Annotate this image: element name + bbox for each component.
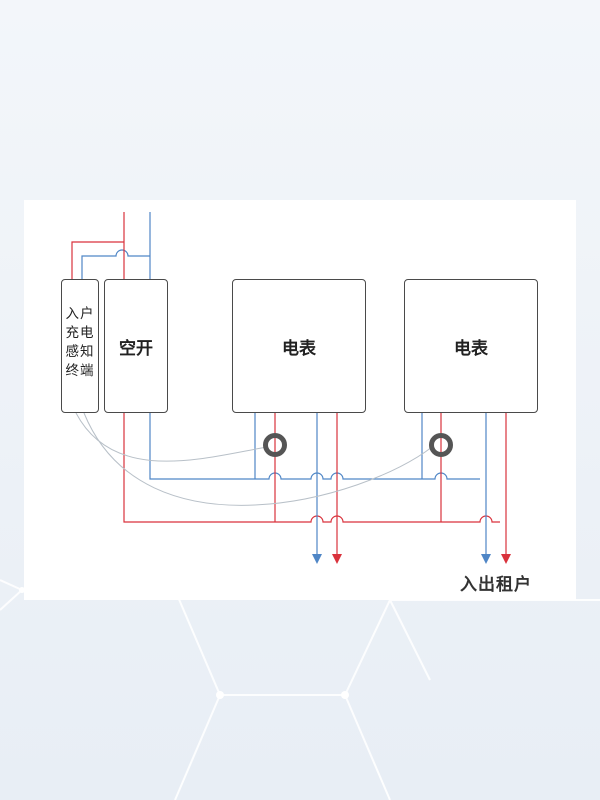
tenant1-live-arrow bbox=[332, 554, 342, 564]
meter-label: 电表 bbox=[454, 339, 488, 359]
terminal-label-line: 终端 bbox=[65, 363, 95, 379]
terminal-label-line: 感知 bbox=[65, 344, 95, 360]
ct2-signal-lead bbox=[83, 412, 433, 506]
wiring-diagram bbox=[71, 212, 511, 564]
terminal-label-line: 充电 bbox=[65, 325, 95, 341]
ct1-signal-lead bbox=[75, 412, 268, 462]
tenant1-neutral-arrow bbox=[312, 554, 322, 564]
current-transformer-1 bbox=[263, 433, 287, 457]
electric-meter-2: 电表 bbox=[404, 279, 538, 413]
breaker-live-out bbox=[123, 413, 500, 523]
meter-label: 电表 bbox=[282, 339, 316, 359]
hex-node bbox=[19, 587, 25, 593]
breaker-label: 空开 bbox=[119, 339, 153, 359]
breaker-neutral-out bbox=[149, 413, 480, 480]
diagram-card: 入户 充电 感知 终端 空开 电表 电表 入出租户 bbox=[24, 200, 576, 600]
hex-node bbox=[216, 691, 224, 699]
terminal-label: 入户 充电 感知 终端 bbox=[61, 305, 99, 381]
air-switch-breaker: 空开 bbox=[104, 279, 168, 413]
terminal-neutral-wire bbox=[81, 249, 150, 280]
tenant2-live-arrow bbox=[501, 554, 511, 564]
hex-node bbox=[341, 691, 349, 699]
terminal-label-line: 入户 bbox=[65, 306, 95, 322]
tenant-label: 入出租户 bbox=[460, 575, 532, 595]
tenant2-neutral-arrow bbox=[481, 554, 491, 564]
charging-sensing-terminal: 入户 充电 感知 终端 bbox=[61, 279, 99, 413]
current-transformer-2 bbox=[429, 433, 453, 457]
electric-meter-1: 电表 bbox=[232, 279, 366, 413]
terminal-live-wire bbox=[71, 241, 124, 280]
